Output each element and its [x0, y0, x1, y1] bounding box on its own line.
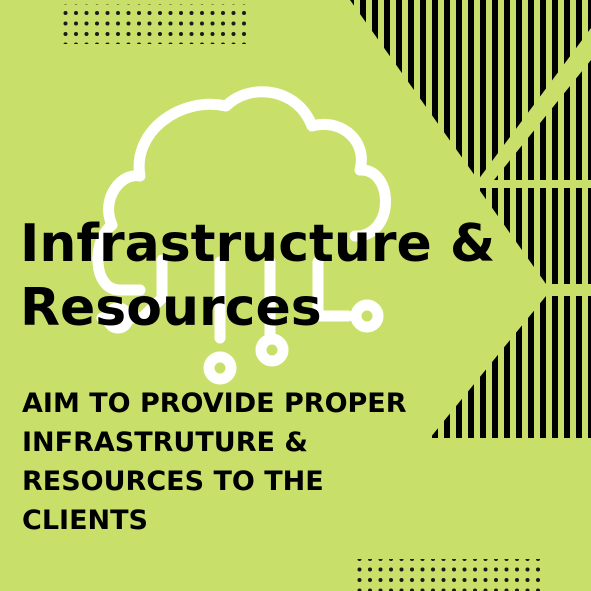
poster-subtitle: AIM TO PROVIDE PROPER INFRASTRUTURE & RE…	[22, 384, 407, 540]
circuit-node-1	[102, 302, 134, 334]
dot-grid-top	[58, 4, 246, 44]
poster-subtitle-line-3: RESOURCES TO THE	[22, 466, 324, 497]
circuit-node-4	[350, 299, 384, 333]
poster-title-line-1: Infrastructure &	[20, 214, 496, 274]
stripe-pattern-right	[350, 0, 591, 438]
cloud-outline	[92, 86, 391, 296]
poster-subtitle-line-1: AIM TO PROVIDE PROPER	[22, 388, 407, 419]
stripe-triangle-bottom	[430, 296, 591, 438]
circuit-line-4	[312, 256, 354, 322]
stripe-triangle-upper-right	[494, 60, 591, 180]
dot-grid-bottom	[355, 559, 545, 591]
poster-title-line-2: Resources	[20, 278, 322, 338]
stripe-triangle-middle	[478, 188, 591, 284]
poster-title: Infrastructure & Resources	[20, 212, 495, 340]
poster-subtitle-line-2: INFRASTRUTURE &	[22, 427, 308, 458]
cloud-network-icon	[92, 86, 391, 385]
poster-subtitle-line-4: CLIENTS	[22, 505, 148, 536]
circuit-line-1	[96, 254, 168, 324]
circuit-node-2	[203, 351, 237, 385]
stripe-triangle-top	[350, 0, 591, 180]
circuit-node-3	[255, 333, 289, 367]
